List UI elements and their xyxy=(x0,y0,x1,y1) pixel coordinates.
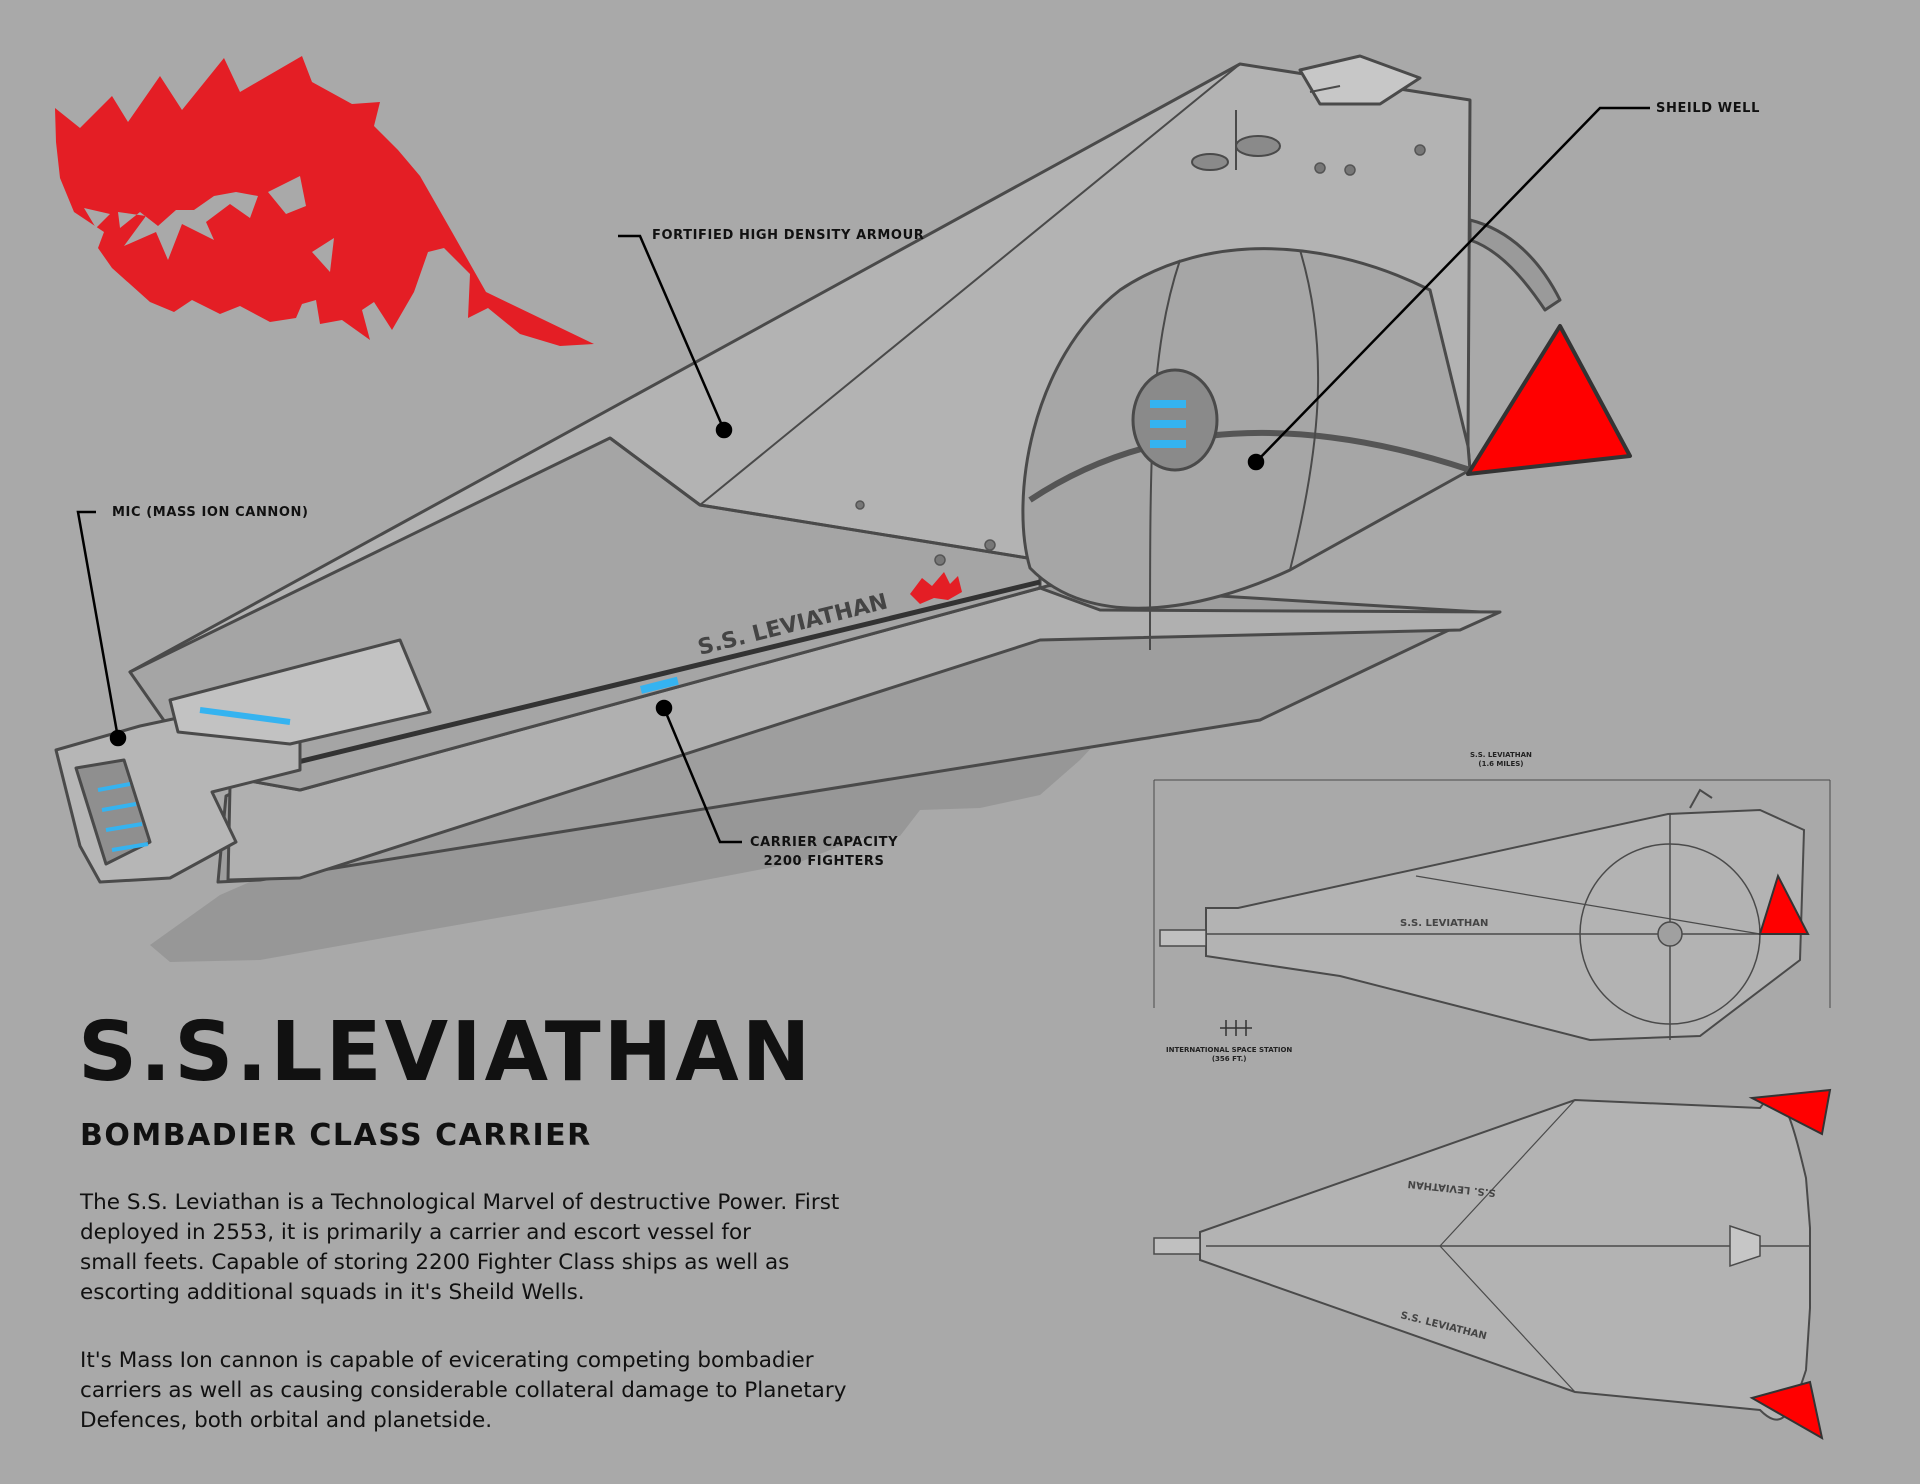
description-paragraph-1: The S.S. Leviathan is a Technological Ma… xyxy=(80,1188,980,1308)
description-line: carriers as well as causing considerable… xyxy=(80,1378,847,1403)
hull-name-side: S.S. LEVIATHAN xyxy=(1400,918,1488,929)
description-line: escorting additional squads in it's Shei… xyxy=(80,1280,585,1305)
scale-station-name: INTERNATIONAL SPACE STATION xyxy=(1166,1046,1293,1054)
scale-ship-label: S.S. LEVIATHAN (1.6 MILES) xyxy=(1470,751,1532,769)
red-dragon-emblem xyxy=(55,56,594,346)
page-title: S.S.LEVIATHAN xyxy=(78,1005,814,1100)
description-line: small feets. Capable of storing 2200 Fig… xyxy=(80,1250,790,1275)
callout-armour-label: FORTIFIED HIGH DENSITY ARMOUR xyxy=(652,228,925,243)
description-line: The S.S. Leviathan is a Technological Ma… xyxy=(80,1190,840,1215)
description-paragraph-2: It's Mass Ion cannon is capable of evice… xyxy=(80,1346,980,1436)
scale-ship-name: S.S. LEVIATHAN xyxy=(1470,751,1532,759)
scale-station-label: INTERNATIONAL SPACE STATION (356 FT.) xyxy=(1166,1046,1292,1064)
callout-mic-label: MIC (MASS ION CANNON) xyxy=(112,505,309,520)
callout-carrier-capacity: CARRIER CAPACITY 2200 FIGHTERS xyxy=(750,833,898,871)
ship-perspective xyxy=(54,54,1632,884)
scale-ship-length: (1.6 MILES) xyxy=(1478,760,1524,768)
callout-shield-well-label: SHEILD WELL xyxy=(1656,101,1760,116)
side-view xyxy=(1153,779,1831,1042)
callout-carrier-capacity-line1: CARRIER CAPACITY xyxy=(750,835,899,850)
scale-station-length: (356 FT.) xyxy=(1211,1055,1247,1063)
top-view xyxy=(1153,1088,1832,1440)
callout-carrier-capacity-line2: 2200 FIGHTERS xyxy=(763,854,885,869)
space-station-icon xyxy=(1220,1020,1252,1036)
page-subtitle: BOMBADIER CLASS CARRIER xyxy=(80,1118,592,1153)
description-line: Defences, both orbital and planetside. xyxy=(80,1408,493,1433)
description-line: deployed in 2553, it is primarily a carr… xyxy=(80,1220,751,1245)
description-line: It's Mass Ion cannon is capable of evice… xyxy=(80,1348,814,1373)
callout-leaders xyxy=(76,106,1650,844)
hull-emblem-small-icon xyxy=(910,572,962,604)
